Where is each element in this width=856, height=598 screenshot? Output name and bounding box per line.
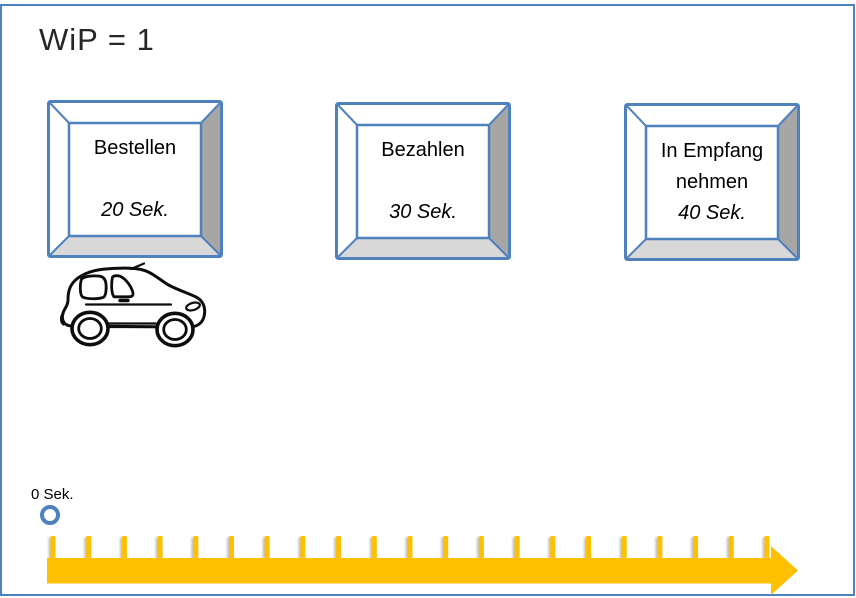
timeline-bar xyxy=(47,558,772,584)
timeline-tick xyxy=(478,536,484,560)
bevel-frame-icon xyxy=(47,100,223,258)
timeline-tick xyxy=(657,536,663,560)
timeline-origin-label: 0 Sek. xyxy=(31,486,74,503)
timeline-arrow xyxy=(47,536,798,595)
timeline-tick xyxy=(728,536,734,560)
timeline-tick xyxy=(443,536,449,560)
station-title: Bezahlen xyxy=(381,139,465,161)
timeline-tick xyxy=(336,536,342,560)
station-title: In Empfang nehmen xyxy=(660,140,764,193)
bevel-frame-icon xyxy=(624,103,800,261)
timeline-arrowhead-icon xyxy=(771,546,798,595)
slide-title: WiP = 1 xyxy=(39,22,155,57)
timeline-tick xyxy=(621,536,627,560)
timeline-tick xyxy=(514,536,520,560)
station-bestellen: Bestellen 20 Sek. xyxy=(47,100,223,258)
station-duration: 40 Sek. xyxy=(678,202,746,224)
station-title: Bestellen xyxy=(93,137,177,159)
timeline-tick xyxy=(86,536,92,560)
timeline-tick xyxy=(586,536,591,560)
timeline-tick xyxy=(371,536,377,560)
station-in-empfang-nehmen: In Empfang nehmen 40 Sek. xyxy=(624,103,800,261)
timeline-tick xyxy=(193,536,199,560)
station-bezahlen: Bezahlen 30 Sek. xyxy=(335,102,511,260)
timeline-tick xyxy=(300,536,306,560)
timeline-tick xyxy=(50,536,56,560)
station-duration: 30 Sek. xyxy=(389,201,457,223)
timeline-tick xyxy=(229,536,234,560)
timeline-tick xyxy=(264,536,270,560)
timeline-tick xyxy=(764,536,770,560)
timeline-ticks xyxy=(50,536,770,560)
timeline-tick xyxy=(407,536,413,560)
timeline-tick xyxy=(157,536,163,560)
timeline-tick xyxy=(693,536,699,560)
timeline-tick xyxy=(550,536,556,560)
timeline-tick xyxy=(121,536,127,560)
station-duration: 20 Sek. xyxy=(101,199,169,221)
bevel-frame-icon xyxy=(335,102,511,260)
circle-marker-icon xyxy=(40,505,60,525)
car-icon xyxy=(59,262,207,348)
